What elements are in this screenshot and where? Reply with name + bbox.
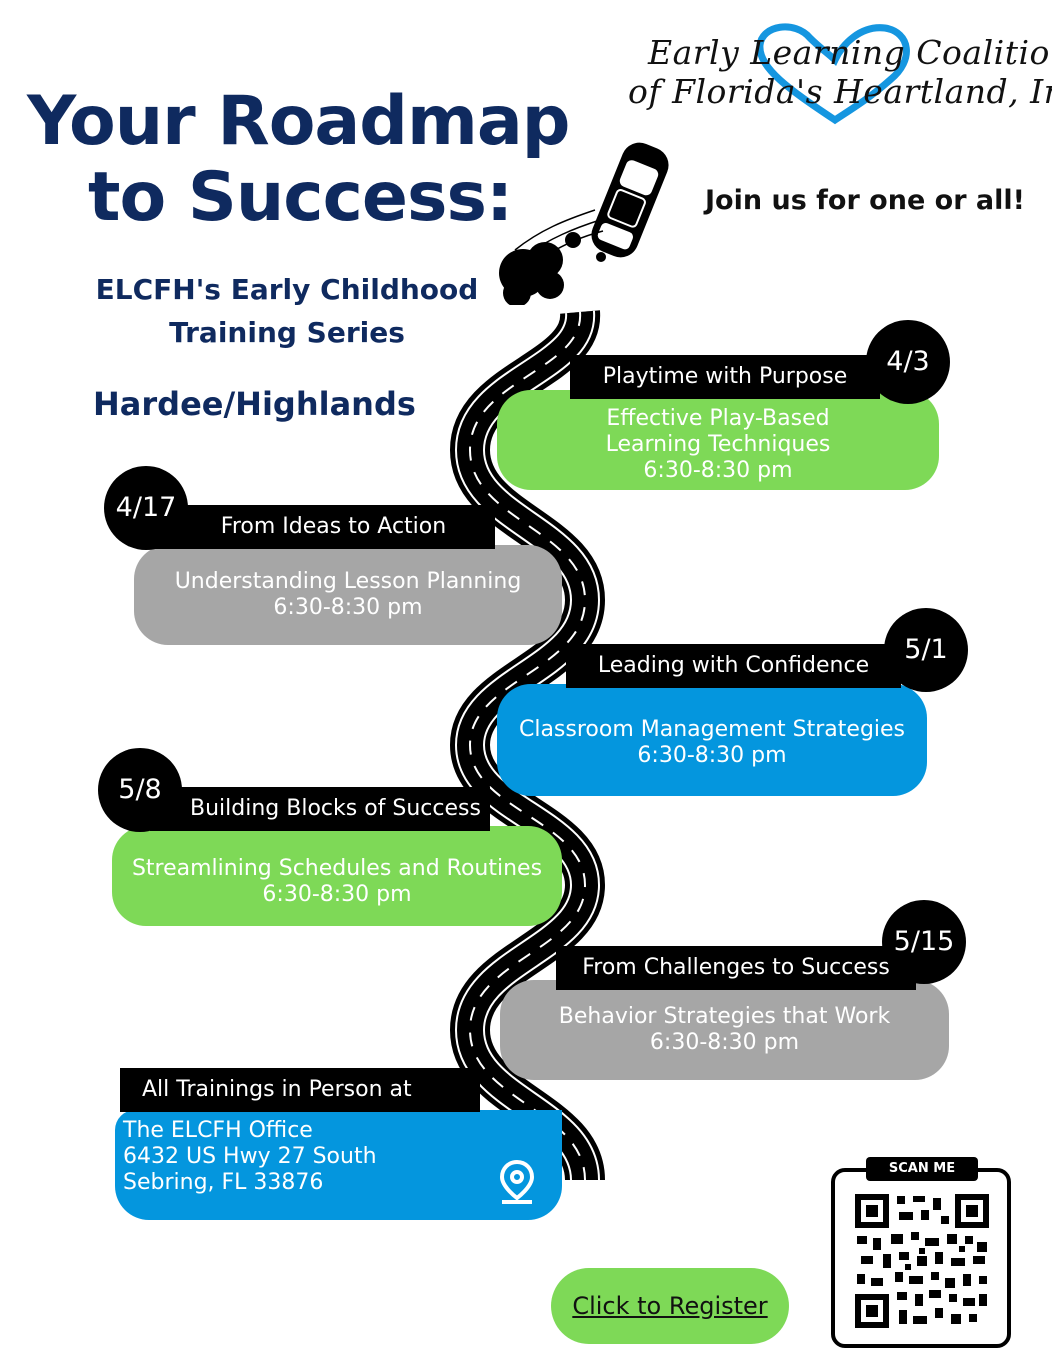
session-desc-line2: Learning Techniques [605, 432, 831, 457]
logo-text-line1: Early Learning Coalition [648, 33, 1052, 72]
location-line1: The ELCFH Office [123, 1118, 313, 1143]
join-text: Join us for one or all! [705, 185, 1025, 216]
session-title-5-15: From Challenges to Success [556, 946, 916, 990]
session-date-4-3: 4/3 [866, 320, 950, 404]
session-desc-line1: Effective Play-Based [606, 406, 830, 431]
session-desc-line1: Streamlining Schedules and Routines [131, 856, 543, 881]
session-card-5-15: Behavior Strategies that Work 6:30-8:30 … [500, 980, 949, 1080]
session-title-5-8: Building Blocks of Success [150, 787, 490, 831]
series-subtitle-line2: Training Series [169, 316, 405, 349]
session-desc-line1: Behavior Strategies that Work [558, 1004, 891, 1029]
session-date-4-17: 4/17 [104, 466, 188, 550]
heart-icon [756, 23, 910, 125]
session-title-4-3: Playtime with Purpose [570, 355, 880, 399]
location-line3: Sebring, FL 33876 [123, 1170, 324, 1195]
qr-scan-label: SCAN ME [866, 1157, 978, 1181]
session-time: 6:30-8:30 pm [649, 1030, 800, 1055]
car-icon [499, 142, 669, 305]
session-card-4-3: Effective Play-Based Learning Techniques… [497, 390, 939, 490]
session-card-5-1: Classroom Management Strategies 6:30-8:3… [497, 684, 927, 796]
session-date-5-15: 5/15 [882, 900, 966, 984]
session-title-4-17: From Ideas to Action [150, 505, 495, 549]
session-title-5-1: Leading with Confidence [566, 644, 901, 688]
location-heading: All Trainings in Person at [120, 1068, 480, 1112]
session-time: 6:30-8:30 pm [262, 882, 412, 907]
page-title-line1: Your Roadmap [27, 82, 570, 161]
qr-code-frame[interactable] [831, 1168, 1011, 1348]
session-card-5-8: Streamlining Schedules and Routines 6:30… [112, 826, 562, 926]
register-button[interactable]: Click to Register [551, 1268, 789, 1344]
session-desc-line1: Classroom Management Strategies [518, 717, 906, 742]
session-time: 6:30-8:30 pm [637, 743, 787, 768]
session-time: 6:30-8:30 pm [273, 595, 423, 620]
region-label: Hardee/Highlands [93, 385, 416, 423]
session-desc-line1: Understanding Lesson Planning [174, 569, 522, 594]
session-date-5-1: 5/1 [884, 608, 968, 692]
qr-code[interactable] [855, 1194, 989, 1328]
location-card: The ELCFH Office 6432 US Hwy 27 South Se… [115, 1110, 562, 1220]
page-title-line2: to Success: [88, 158, 513, 237]
session-time: 6:30-8:30 pm [643, 458, 793, 483]
session-date-5-8: 5/8 [98, 748, 182, 832]
location-line2: 6432 US Hwy 27 South [123, 1144, 377, 1169]
logo-text-line2: of Florida's Heartland, Inc. [628, 72, 1052, 111]
session-card-4-17: Understanding Lesson Planning 6:30-8:30 … [134, 545, 562, 645]
series-subtitle-line1: ELCFH's Early Childhood [95, 273, 479, 306]
location-pin-icon [499, 1160, 535, 1204]
